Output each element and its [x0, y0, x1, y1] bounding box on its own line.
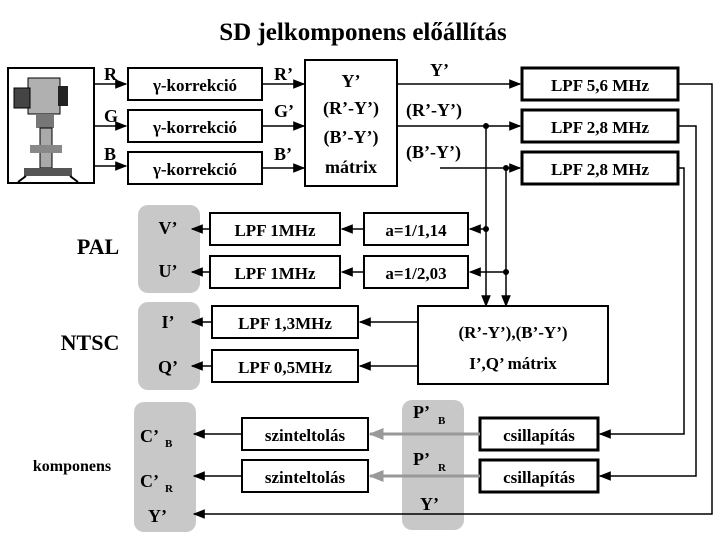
gamma-out-r: R’	[274, 64, 293, 84]
gamma-label-b: γ-korrekció	[152, 160, 237, 179]
komp-out-cb-sub: B	[165, 438, 173, 450]
gamma-label-r: γ-korrekció	[152, 76, 237, 95]
gamma-out-b: B’	[274, 144, 292, 164]
ntsc-matrix-line-1: (R’-Y’),(B’-Y’)	[458, 323, 567, 342]
komp-out-cr-main: C’	[140, 471, 159, 491]
p-label-pr-main: P’	[413, 449, 430, 469]
pal-lpf-v-label: LPF 1MHz	[234, 221, 315, 240]
komp-out-cr-sub: R	[165, 483, 174, 495]
matrix-out-y: Y’	[430, 60, 449, 80]
input-g-label: G	[104, 106, 118, 126]
atten-label-pr: csillapítás	[503, 468, 575, 487]
pal-out-u: U’	[159, 261, 178, 281]
matrix-line-1: Y’	[342, 71, 361, 91]
p-label-y: Y’	[420, 494, 439, 514]
komp-out-cb-main: C’	[140, 426, 159, 446]
pal-atten-u-label: a=1/2,03	[385, 264, 446, 283]
matrix-out-ry: (R’-Y’)	[406, 100, 462, 121]
ntsc-label: NTSC	[61, 330, 120, 355]
ntsc-lpf-q-label: LPF 0,5MHz	[238, 358, 332, 377]
input-r-label: R	[104, 64, 118, 84]
gamma-out-g: G’	[274, 101, 294, 121]
shift-label-pb: szinteltolás	[265, 426, 346, 445]
ntsc-matrix-line-2: I’,Q’ mátrix	[469, 354, 557, 373]
input-b-label: B	[104, 144, 116, 164]
p-label-pb-main: P’	[413, 402, 430, 422]
pal-lpf-u-label: LPF 1MHz	[234, 264, 315, 283]
pal-atten-v-label: a=1/1,14	[385, 221, 447, 240]
ntsc-lpf-i-label: LPF 1,3MHz	[238, 314, 332, 333]
ntsc-out-q: Q’	[158, 357, 178, 377]
lpf-by-label: LPF 2,8 MHz	[551, 160, 649, 179]
p-label-pb-sub: B	[438, 415, 446, 427]
matrix-line-4: mátrix	[325, 157, 377, 177]
atten-label-pb: csillapítás	[503, 426, 575, 445]
matrix-line-3: (B’-Y’)	[324, 127, 379, 148]
matrix-line-2: (R’-Y’)	[323, 98, 379, 119]
komponens-label: komponens	[33, 458, 111, 475]
pal-label: PAL	[77, 234, 119, 259]
camera-icon	[8, 68, 94, 183]
shift-label-pr: szinteltolás	[265, 468, 346, 487]
p-label-pr-sub: R	[438, 462, 447, 474]
gamma-label-g: γ-korrekció	[152, 118, 237, 137]
page-title: SD jelkomponens előállítás	[219, 19, 507, 46]
lpf-y-label: LPF 5,6 MHz	[551, 76, 649, 95]
matrix-out-by: (B’-Y’)	[406, 142, 461, 163]
ntsc-out-i: I’	[162, 312, 175, 332]
pal-out-v: V’	[159, 218, 178, 238]
komp-out-y: Y’	[148, 506, 167, 526]
lpf-ry-label: LPF 2,8 MHz	[551, 118, 649, 137]
